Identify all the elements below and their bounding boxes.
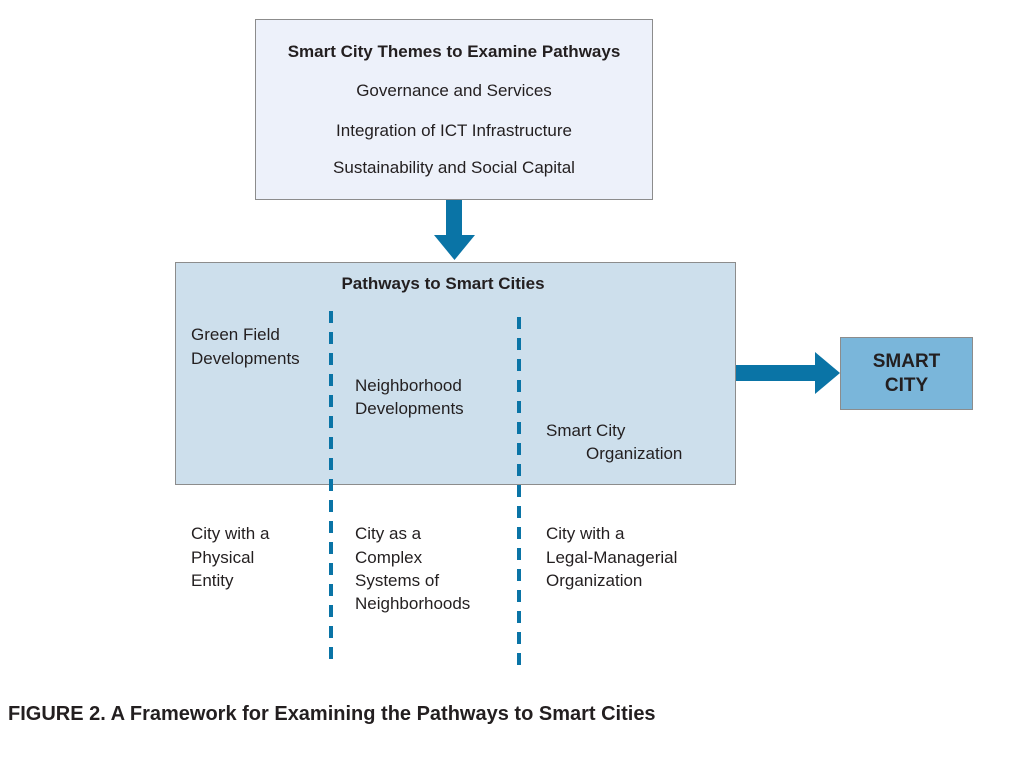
theme-item-sustainability: Sustainability and Social Capital <box>333 158 575 177</box>
pathway-green-field-line1: Green Field <box>191 325 280 344</box>
description-legal-line1: City with a <box>546 524 625 543</box>
right-arrow-icon <box>736 352 840 394</box>
themes-title: Smart City Themes to Examine Pathways <box>287 42 621 61</box>
description-physical-line3: Entity <box>191 571 234 590</box>
description-physical-line1: City with a <box>191 524 270 543</box>
description-complex-line1: City as a <box>355 524 422 543</box>
down-arrow-icon <box>434 200 475 260</box>
pathway-organization-line2: Organization <box>586 444 683 463</box>
theme-item-ict: Integration of ICT Infrastructure <box>336 121 572 140</box>
pathway-neighborhood-line1: Neighborhood <box>355 376 462 395</box>
pathways-title: Pathways to Smart Cities <box>341 274 545 293</box>
smart-city-box: SMART CITY <box>840 337 973 410</box>
description-complex-line2: Complex <box>355 548 423 567</box>
pathway-neighborhood-line2: Developments <box>355 399 464 418</box>
themes-box <box>255 19 653 200</box>
smart-city-label: SMART CITY <box>872 350 941 396</box>
description-complex-line4: Neighborhoods <box>355 594 471 613</box>
pathway-green-field-line2: Developments <box>191 349 300 368</box>
description-physical-line2: Physical <box>191 548 255 567</box>
theme-item-governance: Governance and Services <box>356 81 552 100</box>
pathways-box <box>175 262 736 485</box>
description-complex-line3: Systems of <box>355 571 440 590</box>
figure-caption: FIGURE 2. A Framework for Examining the … <box>8 703 656 725</box>
pathway-organization-line1: Smart City <box>546 421 626 440</box>
description-legal-line2: Legal-Managerial <box>546 548 678 567</box>
description-legal-line3: Organization <box>546 571 643 590</box>
